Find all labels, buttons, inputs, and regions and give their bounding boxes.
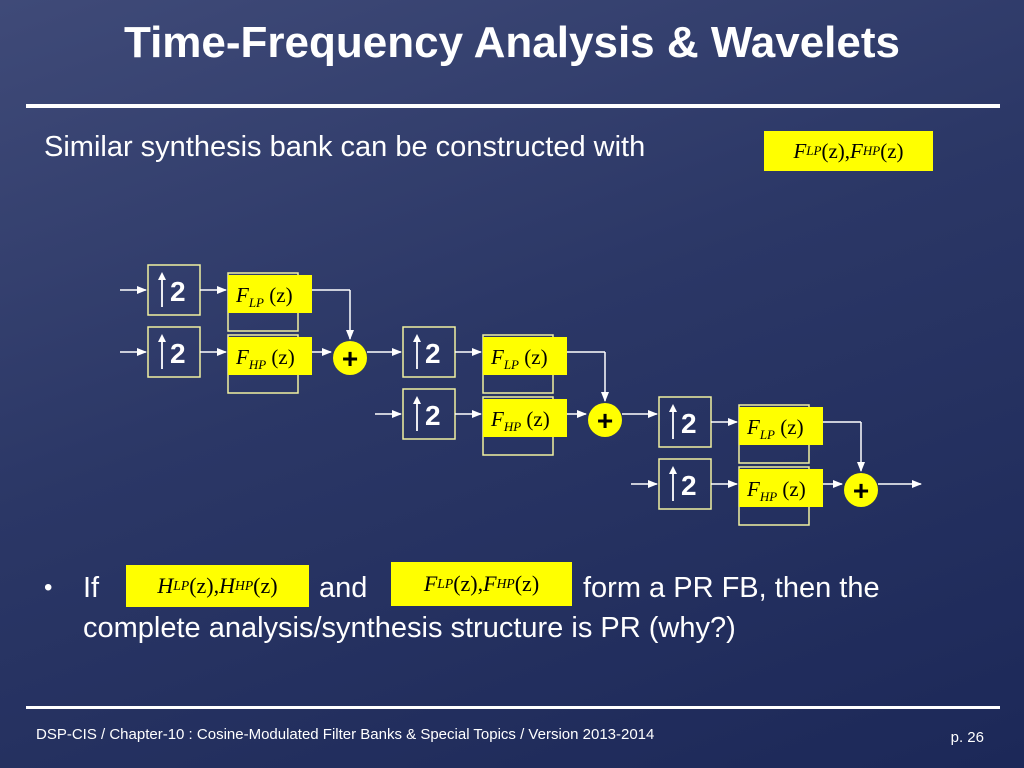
stage-3-hp-filter-highlight: [739, 469, 823, 507]
stage-1-lp-upsampler-factor: 2: [170, 276, 186, 307]
stage-1-hp-upsampler-factor: 2: [170, 338, 186, 369]
stage-2-lp-filter-label: FLP (z): [490, 345, 548, 372]
bullet-text-line2: complete analysis/synthesis structure is…: [83, 612, 736, 644]
footer-course-info: DSP-CIS / Chapter-10 : Cosine-Modulated …: [36, 726, 655, 743]
stage-2-adder-symbol: +: [597, 405, 613, 436]
stage-1-hp-filter-highlight: [228, 337, 312, 375]
stage-2-hp-upsampler-factor: 2: [425, 400, 441, 431]
stage-1-lp-upsampler-arrowhead: [158, 272, 166, 280]
stage-2-adder: [588, 403, 622, 437]
slide-title: Time-Frequency Analysis & Wavelets: [124, 18, 900, 67]
stage-2-lp-filter-highlight: [483, 337, 567, 375]
stage-3-hp-upsampler-factor: 2: [681, 470, 697, 501]
stage-1-lp-filter-label: FLP (z): [235, 283, 293, 310]
intro-text: Similar synthesis bank can be constructe…: [44, 131, 646, 163]
stage-2-hp-upsampler-arrowhead: [413, 396, 421, 404]
stage-3-adder: [844, 473, 878, 507]
stage-2-lp-upsampler-factor: 2: [425, 338, 441, 369]
bullet-if-word: If: [83, 572, 100, 604]
stage-1-hp-filter-label: FHP (z): [235, 345, 295, 372]
stage-3-lp-upsampler-arrowhead: [669, 404, 677, 412]
stage-1-adder-symbol: +: [342, 343, 358, 374]
stage-3-hp-upsampler-arrowhead: [669, 466, 677, 474]
bullet-marker: •: [44, 574, 53, 601]
stage-1-hp-upsampler-arrowhead: [158, 334, 166, 342]
stage-3-adder-symbol: +: [853, 475, 869, 506]
stage-2-hp-filter-label: FHP (z): [490, 407, 550, 434]
page-number: p. 26: [950, 729, 984, 746]
stage-1-lp-filter-highlight: [228, 275, 312, 313]
stage-3-lp-filter-label: FLP (z): [746, 415, 804, 442]
stage-3-hp-filter-label: FHP (z): [746, 477, 806, 504]
stage-3-lp-upsampler-factor: 2: [681, 408, 697, 439]
title-divider: [26, 104, 1000, 108]
bullet-text-line1: form a PR FB, then the: [583, 572, 880, 604]
bullet-and-word: and: [319, 572, 368, 604]
stage-3-lp-filter-highlight: [739, 407, 823, 445]
stage-2-lp-upsampler-arrowhead: [413, 334, 421, 342]
stage-1-adder: [333, 341, 367, 375]
stage-2-hp-filter-highlight: [483, 399, 567, 437]
footer-divider: [26, 706, 1000, 709]
